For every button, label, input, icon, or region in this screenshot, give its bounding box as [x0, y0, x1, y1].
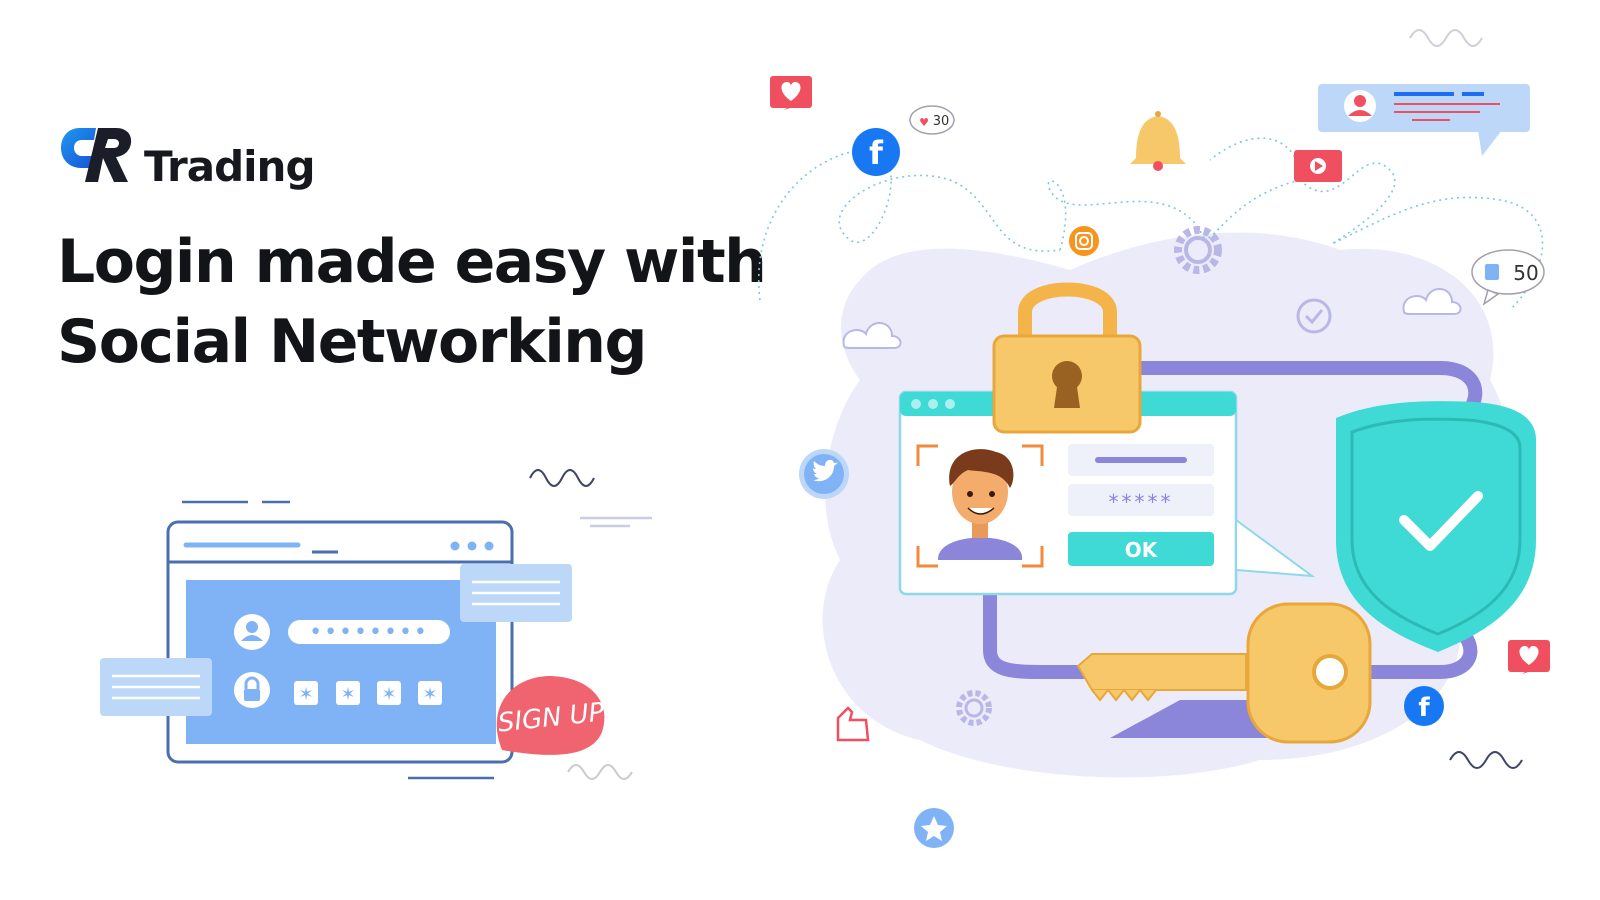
heart-icon: [770, 76, 812, 110]
svg-text:✶: ✶: [340, 684, 355, 705]
login-window-illustration: •••••••• ✶ ✶ ✶ ✶ SIGN UP: [100, 469, 652, 780]
instagram-icon[interactable]: [1069, 226, 1099, 256]
cloud-icon: [842, 322, 902, 349]
gear-icon-2: [956, 690, 992, 726]
password-box[interactable]: [294, 681, 318, 705]
username-mask: ••••••••: [309, 620, 429, 645]
thumbs-up-icon: [836, 706, 870, 742]
ok-button[interactable]: [1068, 532, 1214, 566]
face-scan-frame: [916, 444, 1044, 568]
likes-badge: ♥ 30: [909, 105, 955, 135]
monitor-stand: [1110, 700, 1280, 738]
lock-icon: [992, 282, 1142, 434]
gear-icon: [1174, 226, 1222, 274]
window-dot: [450, 541, 460, 551]
svg-text:✶: ✶: [381, 684, 396, 705]
password-mask: *****: [1109, 490, 1174, 514]
cloud-icon-2: [1402, 288, 1462, 315]
svg-text:✶: ✶: [298, 684, 313, 705]
headline-line-1: Login made easy with: [57, 227, 767, 297]
page-title: Login made easy with Social Networking: [57, 222, 817, 382]
signup-badge[interactable]: SIGN UP: [497, 676, 607, 755]
username-field[interactable]: [288, 620, 450, 644]
twitter-icon[interactable]: [799, 449, 849, 499]
password-field-card[interactable]: [1068, 484, 1214, 516]
comment-card: [1318, 84, 1530, 156]
facebook-icon-2[interactable]: f: [1404, 686, 1444, 726]
check-circle-icon: [1296, 298, 1332, 334]
login-panel: [186, 580, 496, 744]
wave-decor: [529, 469, 595, 487]
likes-count: 30: [933, 114, 950, 129]
brand-name: Trading: [144, 142, 316, 191]
key-icon: [1076, 602, 1372, 744]
user-avatar: [937, 449, 1023, 560]
svg-text:f: f: [869, 134, 884, 172]
wave-decor-2: [567, 764, 633, 780]
heart-icon-2: [1508, 640, 1550, 674]
decor-lines: [182, 500, 652, 780]
wave-decor-4: [1449, 751, 1523, 769]
headline-line-2: Social Networking: [57, 307, 647, 377]
svg-text:✶: ✶: [422, 684, 437, 705]
thumbs-up-badge: 50: [1471, 249, 1545, 306]
youtube-icon[interactable]: [1294, 150, 1342, 182]
wave-decor-3: [1409, 29, 1483, 47]
shield-check-icon: [1336, 401, 1536, 652]
svg-text:♥: ♥: [919, 116, 929, 129]
ok-label: OK: [1125, 538, 1159, 562]
gr-logo-icon: [61, 128, 132, 182]
facebook-icon[interactable]: f: [852, 128, 900, 176]
thumbs-count: 50: [1513, 261, 1538, 285]
security-illustration: ***** OK ♥ 30 f: [757, 29, 1550, 848]
star-icon: [914, 808, 954, 848]
brand-logo[interactable]: Trading: [58, 120, 338, 200]
svg-text:f: f: [1418, 693, 1430, 723]
bell-icon: [1130, 111, 1186, 171]
